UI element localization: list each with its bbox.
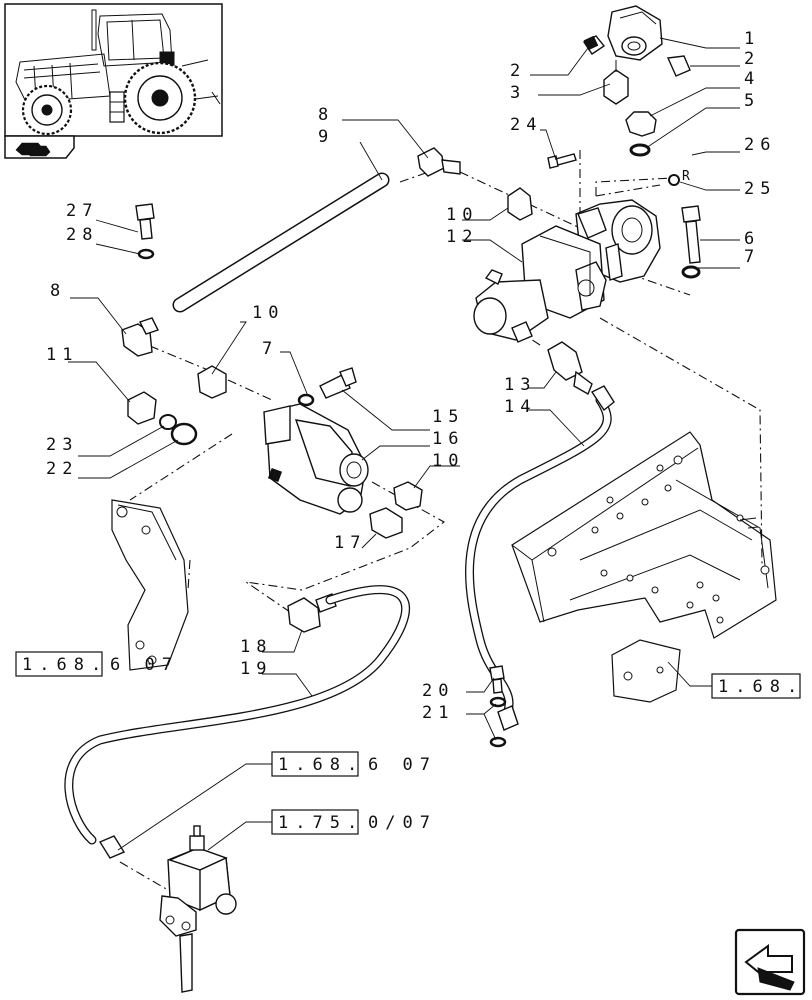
valve-body-1[interactable] bbox=[607, 5, 663, 61]
reference-box-1[interactable]: 1.68. 6 07 bbox=[15, 651, 179, 677]
callout-11[interactable]: 11 bbox=[46, 345, 78, 365]
adapter-11[interactable] bbox=[127, 391, 157, 425]
callout-4[interactable]: 4 bbox=[744, 69, 760, 89]
callout-10c[interactable]: 10 bbox=[432, 451, 464, 471]
callout-20[interactable]: 20 bbox=[422, 681, 454, 701]
svg-text:6 07: 6 07 bbox=[368, 755, 437, 775]
hose-end-14b[interactable] bbox=[497, 705, 519, 731]
frame-bracket bbox=[511, 431, 777, 703]
callout-16[interactable]: 16 bbox=[432, 429, 464, 449]
callout-10a[interactable]: 10 bbox=[446, 205, 478, 225]
fitting-3[interactable] bbox=[603, 60, 629, 105]
washer-25[interactable] bbox=[668, 174, 680, 186]
mounting-plate bbox=[111, 499, 189, 671]
r-mark: R bbox=[682, 169, 690, 184]
washer-28[interactable] bbox=[137, 248, 155, 260]
valve-assembly-12[interactable] bbox=[473, 199, 661, 343]
elbow-fitting-10a[interactable] bbox=[507, 187, 533, 221]
next-page-button[interactable] bbox=[734, 928, 806, 996]
callout-23[interactable]: 23 bbox=[46, 435, 78, 455]
svg-text:0/07: 0/07 bbox=[368, 813, 437, 833]
svg-text:1.75.: 1.75. bbox=[278, 813, 364, 833]
hose-end-14a[interactable] bbox=[590, 385, 615, 412]
hose-end-19[interactable] bbox=[98, 835, 126, 859]
plug-2a[interactable] bbox=[582, 35, 606, 55]
leader-lines bbox=[68, 37, 740, 851]
callout-26[interactable]: 26 bbox=[744, 135, 776, 155]
svg-text:1.68.: 1.68. bbox=[278, 755, 364, 775]
washer-7b[interactable] bbox=[297, 393, 315, 407]
adapter-10c[interactable] bbox=[393, 481, 423, 511]
frame-holes bbox=[547, 455, 770, 624]
callout-19[interactable]: 19 bbox=[240, 659, 272, 679]
callout-8b[interactable]: 8 bbox=[50, 281, 66, 301]
bolt-27[interactable] bbox=[135, 203, 155, 240]
callout-numbers: 1 2 2 3 4 5 24 26 25 8 9 10 12 6 7 27 28… bbox=[46, 29, 776, 723]
svg-text:6 07: 6 07 bbox=[110, 655, 179, 675]
callout-15[interactable]: 15 bbox=[432, 407, 464, 427]
arrow-left-icon bbox=[744, 944, 795, 991]
callout-13[interactable]: 13 bbox=[504, 375, 536, 395]
reference-box-3[interactable]: 1.68. 6 07 bbox=[271, 751, 437, 777]
bolt-6[interactable] bbox=[681, 205, 701, 264]
fitting-17[interactable] bbox=[369, 507, 403, 539]
svg-text:1.68.: 1.68. bbox=[718, 677, 804, 697]
callout-10b[interactable]: 10 bbox=[252, 303, 284, 323]
callout-3[interactable]: 3 bbox=[510, 83, 526, 103]
seal-5[interactable] bbox=[629, 143, 651, 157]
bolt-20[interactable] bbox=[489, 665, 505, 694]
reference-box-4[interactable]: 1.75. 0/07 bbox=[271, 809, 437, 835]
callout-6[interactable]: 6 bbox=[744, 229, 760, 249]
callout-2a[interactable]: 2 bbox=[510, 61, 526, 81]
hose-19[interactable] bbox=[64, 585, 411, 845]
pipe-9[interactable] bbox=[172, 172, 390, 313]
callout-17[interactable]: 17 bbox=[334, 533, 366, 553]
washer-7a[interactable] bbox=[681, 265, 701, 279]
callout-21[interactable]: 21 bbox=[422, 703, 454, 723]
callout-18[interactable]: 18 bbox=[240, 637, 272, 657]
callout-9[interactable]: 9 bbox=[318, 127, 334, 147]
callout-1[interactable]: 1 bbox=[744, 29, 760, 49]
o-ring-23[interactable] bbox=[159, 414, 177, 430]
section-tab[interactable] bbox=[4, 135, 75, 159]
callout-24[interactable]: 24 bbox=[510, 115, 542, 135]
bolt-15[interactable] bbox=[319, 367, 357, 399]
bolt-24[interactable] bbox=[547, 153, 577, 169]
plug-2b[interactable] bbox=[666, 55, 691, 77]
callout-5[interactable]: 5 bbox=[744, 91, 760, 111]
fitting-13[interactable] bbox=[547, 341, 593, 396]
adapter-10b[interactable] bbox=[197, 365, 227, 399]
tractor-thumbnail[interactable] bbox=[4, 3, 223, 137]
callout-14[interactable]: 14 bbox=[504, 397, 536, 417]
callout-2b[interactable]: 2 bbox=[744, 49, 760, 69]
solenoid-valve[interactable] bbox=[159, 825, 237, 993]
callout-27[interactable]: 27 bbox=[66, 201, 98, 221]
elbow-fitting-8b[interactable] bbox=[121, 317, 159, 357]
gear-section-icon bbox=[15, 142, 51, 157]
svg-text:1.68.: 1.68. bbox=[22, 655, 108, 675]
fitting-4[interactable] bbox=[625, 111, 657, 137]
washer-22[interactable] bbox=[170, 422, 198, 446]
callout-28[interactable]: 28 bbox=[66, 225, 98, 245]
callout-8a[interactable]: 8 bbox=[318, 105, 334, 125]
callout-12[interactable]: 12 bbox=[446, 227, 478, 247]
callout-7a[interactable]: 7 bbox=[744, 247, 760, 267]
callout-25[interactable]: 25 bbox=[744, 179, 776, 199]
callout-7b[interactable]: 7 bbox=[262, 339, 278, 359]
elbow-fitting-8a[interactable] bbox=[417, 147, 461, 177]
callout-22[interactable]: 22 bbox=[46, 459, 78, 479]
washers-21[interactable] bbox=[489, 696, 507, 748]
reference-box-2[interactable]: 1.68. bbox=[711, 673, 804, 699]
tractor-icon bbox=[15, 9, 221, 136]
valve-16[interactable] bbox=[263, 403, 369, 515]
